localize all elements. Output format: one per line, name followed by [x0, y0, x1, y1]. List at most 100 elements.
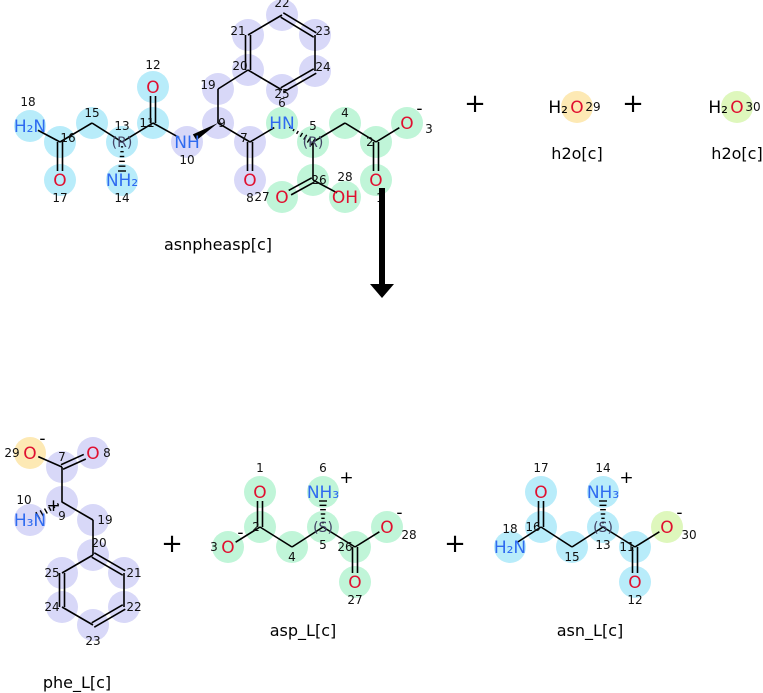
single-bond — [354, 531, 380, 548]
atom-number: 4 — [288, 550, 296, 564]
charge-label: - — [237, 523, 243, 543]
atom-number: 30 — [745, 100, 760, 114]
double-bond — [60, 453, 85, 466]
atom-number: 25 — [44, 566, 59, 580]
atom-label: O — [400, 114, 413, 134]
atom-19: 19 — [200, 78, 215, 92]
atom-16: 16 — [525, 520, 540, 534]
atom-number: 1 — [256, 461, 264, 475]
atom-14: NH₃+14 — [587, 461, 634, 503]
atom-number: 9 — [58, 509, 66, 523]
atom-17: O17 — [533, 461, 548, 503]
atom-number: 28 — [401, 528, 416, 542]
atom-label: O — [243, 171, 256, 191]
molecule-name: asn_L[c] — [557, 621, 623, 641]
single-bond — [217, 122, 251, 143]
atom-highlight — [77, 437, 109, 469]
atom-number: 7 — [240, 131, 248, 145]
single-bond — [37, 455, 63, 468]
single-bond — [217, 69, 249, 90]
atom-22: 22 — [274, 0, 289, 10]
atom-25: 25 — [44, 566, 59, 580]
single-bond — [59, 122, 93, 143]
atom-number: 23 — [85, 634, 100, 648]
atom-label: O — [534, 483, 547, 503]
atom-number: 26 — [311, 173, 326, 187]
charge-label: + — [339, 468, 353, 488]
atom-8: O8 — [243, 171, 256, 205]
atom-number: 29 — [585, 100, 600, 114]
atom-6: NH₃+6 — [307, 461, 354, 503]
atom-number: 24 — [315, 60, 330, 74]
atom-highlight — [587, 476, 619, 508]
atom-number: 22 — [274, 0, 289, 10]
atom-number: 13 — [114, 119, 129, 133]
plus-sign: + — [622, 89, 644, 119]
atom-highlight — [525, 476, 557, 508]
atom-26: 26 — [337, 540, 352, 554]
single-bond — [235, 526, 261, 543]
double-bond — [280, 68, 315, 89]
double-bond — [93, 552, 126, 572]
molecule-name: h2o[c] — [711, 144, 762, 163]
atom-label: O — [369, 171, 382, 191]
atom-layer: H₂N1816O1715(R)13NH₂1411O12NH10919202122… — [4, 0, 762, 693]
atom-number: 5 — [309, 119, 317, 133]
atom-number: 17 — [52, 191, 67, 205]
single-bond — [91, 122, 123, 143]
atom-label: OH — [332, 188, 358, 208]
atom-number: 4 — [341, 106, 349, 120]
atom-28: OH 28 — [332, 170, 358, 208]
atom-number: 28 — [337, 170, 352, 184]
atom-9: 9 — [218, 116, 226, 130]
single-bond — [247, 69, 283, 91]
atom-number: 2 — [252, 520, 260, 534]
molecule-name: asp_L[c] — [270, 621, 337, 641]
atom-7: 7 — [58, 450, 66, 464]
atom-20: 20 — [232, 59, 247, 73]
single-bond — [634, 531, 660, 548]
atom-7: 7 — [240, 131, 248, 145]
atom-label: O — [23, 444, 36, 464]
molecule-name: asnpheasp[c] — [164, 235, 272, 254]
atom-highlight — [137, 71, 169, 103]
single-bond — [259, 526, 293, 548]
plus-sign: + — [444, 529, 466, 559]
atom-number: 25 — [274, 87, 289, 101]
atom-27: O27 — [254, 188, 288, 208]
atom-number: 26 — [337, 540, 352, 554]
atom-number: 22 — [126, 600, 141, 614]
atom-28: O-28 — [380, 503, 416, 542]
wedge-bond — [192, 123, 218, 141]
stereo-label: (S) — [593, 520, 613, 536]
atom-number: 7 — [58, 450, 66, 464]
single-bond — [247, 14, 283, 36]
single-bond — [152, 122, 180, 139]
atom-label: O — [146, 78, 159, 98]
charge-label: + — [46, 496, 60, 516]
atom-highlight — [244, 476, 276, 508]
atom-highlight — [14, 504, 46, 536]
atom-highlight — [494, 531, 526, 563]
atom-label: NH₃ — [307, 483, 339, 503]
atom-number: 6 — [319, 461, 327, 475]
atom-number: 2 — [366, 135, 374, 149]
hash-bond — [118, 141, 126, 172]
atom-number: 8 — [246, 191, 254, 205]
atom-24: 24 — [44, 600, 59, 614]
charge-label: - — [39, 429, 45, 449]
atom-21: 21 — [230, 24, 245, 38]
atom-highlight — [339, 566, 371, 598]
atom-2: 2 — [252, 520, 260, 534]
atom-number: 14 — [595, 461, 610, 475]
plus-sign: + — [464, 89, 486, 119]
atom-29: O-29 — [4, 429, 45, 464]
atom-10: H₃N+10 — [14, 493, 61, 531]
double-bond — [282, 12, 317, 34]
atom-highlight — [14, 437, 46, 469]
atom-highlight — [212, 531, 244, 563]
